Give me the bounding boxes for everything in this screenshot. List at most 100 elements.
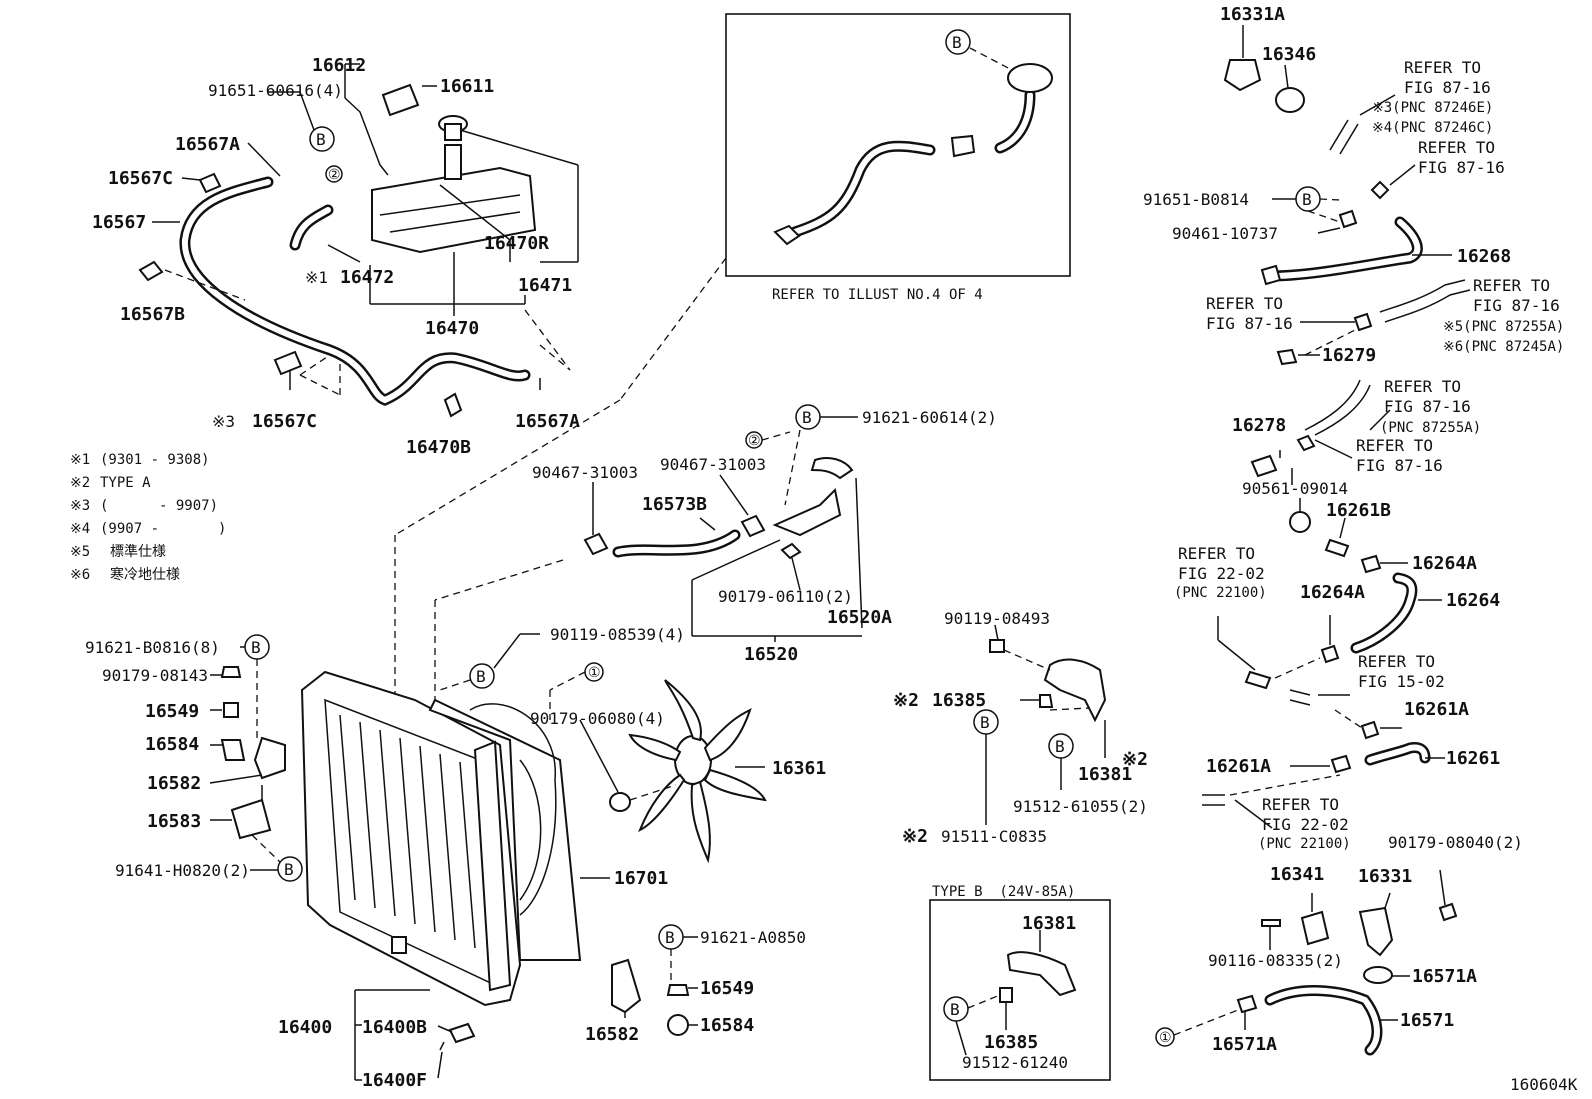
- ref4-line1: REFER TO: [1473, 276, 1550, 295]
- label-16567C-top: 16567C: [108, 168, 173, 189]
- label-typeb-16385: 16385: [984, 1032, 1038, 1053]
- note-6-label: ※6: [70, 567, 90, 583]
- label-90179-08143: 90179-08143: [102, 666, 208, 685]
- mark-16385: ※2: [893, 690, 919, 711]
- label-91651-60616: 91651-60616(4): [208, 81, 343, 100]
- label-90467-b: 90467-31003: [660, 455, 766, 474]
- note-2-label: ※2: [70, 475, 90, 491]
- label-16278: 16278: [1232, 415, 1286, 436]
- bracket-16611: [381, 83, 420, 117]
- label-16261B: 16261B: [1326, 500, 1391, 521]
- ref6-line1: REFER TO: [1356, 436, 1433, 455]
- ref2-line2: FIG 87-16: [1418, 158, 1505, 177]
- mark-91511: ※2: [902, 826, 928, 847]
- b-marker-8: B: [1055, 737, 1065, 756]
- label-91621-B0816: 91621-B0816(8): [85, 638, 220, 657]
- note-1-text: (9301 - 9308): [100, 452, 210, 468]
- notes-list: ※1 (9301 - 9308) ※2 TYPE A ※3 ( - 9907) …: [70, 452, 226, 583]
- inset-b-marker: B: [952, 33, 962, 52]
- drain-cock-16400B: [448, 1022, 476, 1044]
- b-marker-3: B: [476, 667, 486, 686]
- b-marker-6: B: [284, 860, 294, 879]
- ref1-line1: REFER TO: [1404, 58, 1481, 77]
- ref7-line2: FIG 22-02: [1178, 564, 1265, 583]
- ref6-line2: FIG 87-16: [1356, 456, 1443, 475]
- marker-two-1: ②: [328, 167, 341, 183]
- label-16470B: 16470B: [406, 437, 471, 458]
- ref4-line4: ※6(PNC 87245A): [1443, 339, 1564, 355]
- label-90467-a: 90467-31003: [532, 463, 638, 482]
- label-16573B: 16573B: [642, 494, 707, 515]
- label-16567: 16567: [92, 212, 146, 233]
- label-16470R: 16470R: [484, 233, 549, 254]
- label-16571: 16571: [1400, 1010, 1454, 1031]
- note-5-label: ※5: [70, 544, 90, 560]
- reservoir-neck: [444, 144, 462, 180]
- label-16400B: 16400B: [362, 1017, 427, 1038]
- label-90119-08493: 90119-08493: [944, 609, 1050, 628]
- mark-16567C: ※3: [212, 412, 235, 431]
- label-16264A-b: 16264A: [1300, 582, 1365, 603]
- label-91512-61055: 91512-61055(2): [1013, 797, 1148, 816]
- note-5-text: 標準仕様: [110, 544, 166, 560]
- ref4-line2: FIG 87-16: [1473, 296, 1560, 315]
- note-3-text: ( - 9907): [100, 498, 218, 514]
- label-16471: 16471: [518, 275, 572, 296]
- outlet-group: B ②: [434, 404, 863, 700]
- label-91511-C0835: 91511-C0835: [941, 827, 1047, 846]
- label-91641-H0820: 91641-H0820(2): [115, 861, 250, 880]
- label-16381: 16381: [1078, 764, 1132, 785]
- label-16268: 16268: [1457, 246, 1511, 267]
- marker-one-2: ①: [1159, 1030, 1172, 1046]
- type-b-title: TYPE B (24V-85A): [932, 884, 1075, 900]
- label-16567A-top: 16567A: [175, 134, 240, 155]
- b-marker-7: B: [980, 713, 990, 732]
- ref5-line1: REFER TO: [1384, 377, 1461, 396]
- label-16261A-b: 16261A: [1206, 756, 1271, 777]
- ref3-line1: REFER TO: [1206, 294, 1283, 313]
- reservoir-group: B ②: [138, 63, 579, 418]
- ref4-line3: ※5(PNC 87255A): [1443, 319, 1564, 335]
- label-91651-B0814: 91651-B0814: [1143, 190, 1249, 209]
- mark-16472: ※1: [305, 268, 328, 287]
- note-1-label: ※1: [70, 452, 90, 468]
- figure-code: 160604K: [1510, 1075, 1578, 1094]
- label-16567B: 16567B: [120, 304, 185, 325]
- mark-16381: ※2: [1122, 749, 1148, 770]
- label-90179-08040: 90179-08040(2): [1388, 833, 1523, 852]
- leader-inset-a: [619, 257, 727, 401]
- label-16582: 16582: [147, 773, 201, 794]
- inset-caption: REFER TO ILLUST NO.4 OF 4: [772, 287, 983, 303]
- ref8-line2: FIG 15-02: [1358, 672, 1445, 691]
- ref5-line3: (PNC 87255A): [1380, 420, 1481, 436]
- b-marker-9: B: [950, 1000, 960, 1019]
- label-16385: 16385: [932, 690, 986, 711]
- b-marker-2: B: [802, 408, 812, 427]
- label-90179-06110: 90179-06110(2): [718, 587, 853, 606]
- b-marker-4: B: [665, 928, 675, 947]
- label-typeb-91512: 91512-61240: [962, 1053, 1068, 1072]
- label-90119-08539: 90119-08539(4): [550, 625, 685, 644]
- label-16346: 16346: [1262, 44, 1316, 65]
- label-16571A-a: 16571A: [1412, 966, 1477, 987]
- label-16549: 16549: [145, 701, 199, 722]
- label-16400: 16400: [278, 1017, 332, 1038]
- ref5-line2: FIG 87-16: [1384, 397, 1471, 416]
- label-16472: 16472: [340, 267, 394, 288]
- label-16261A-a: 16261A: [1404, 699, 1469, 720]
- label-91621-60614: 91621-60614(2): [862, 408, 997, 427]
- type-b-box: B: [929, 877, 1111, 1081]
- note-6-text: 寒冷地仕様: [110, 566, 180, 583]
- right-hoses-group: B: [1155, 25, 1471, 1056]
- label-16571A-b: 16571A: [1212, 1034, 1277, 1055]
- label-90116-08335: 90116-08335(2): [1208, 951, 1343, 970]
- label-16279: 16279: [1322, 345, 1376, 366]
- label-16567A-bot: 16567A: [515, 411, 580, 432]
- marker-one-1: ①: [588, 665, 601, 681]
- radiator-16400: [300, 670, 522, 1051]
- label-16520: 16520: [744, 644, 798, 665]
- label-90179-06080: 90179-06080(4): [530, 709, 665, 728]
- ref9-line1: REFER TO: [1262, 795, 1339, 814]
- ref7-line3: (PNC 22100): [1174, 585, 1267, 601]
- fan-16361: [609, 679, 767, 864]
